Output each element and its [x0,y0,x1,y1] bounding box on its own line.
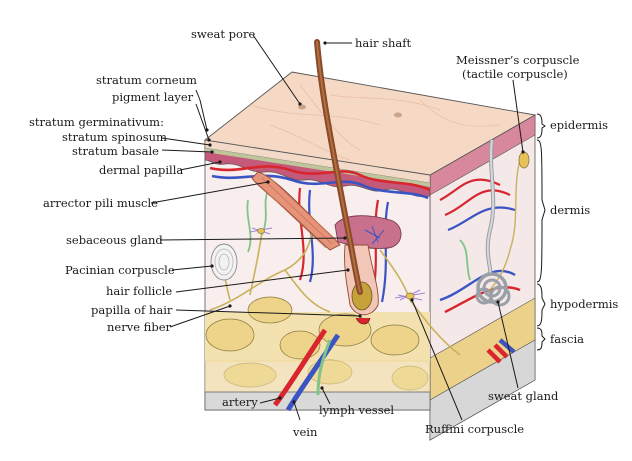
label-papilla-of-hair: papilla of hair [91,303,173,317]
layer-brackets [536,113,546,351]
label-pigment-layer: pigment layer [112,90,194,104]
label-layer-epidermis: epidermis [550,118,608,132]
vein-vessel [285,333,341,412]
label-layer-dermis: dermis [550,203,590,217]
label-stratum-basale: stratum basale [72,144,159,158]
hair-structure [314,39,379,325]
label-hair-follicle: hair follicle [106,284,172,298]
label-meissner-line1: Meissner’s corpuscle [456,53,580,67]
label-ruffini-corpuscle: Ruffini corpuscle [425,422,524,436]
label-meissner-line2: (tactile corpuscle) [462,67,568,81]
ruffini-corpuscle-shape [249,227,426,301]
label-arrector-pili: arrector pili muscle [43,196,158,210]
leader-lines [150,34,525,421]
label-pacinian-corpuscle: Pacinian corpuscle [65,263,175,277]
label-sweat-pore: sweat pore [191,27,255,41]
meissner-corpuscle-shape [518,151,530,169]
label-sebaceous-gland: sebaceous gland [66,233,163,247]
label-dermal-papilla: dermal papilla [99,163,183,177]
label-vein: vein [292,425,318,439]
sweat-pore-opening [298,104,306,110]
label-nerve-fiber: nerve fiber [107,320,172,334]
label-stratum-corneum: stratum corneum [96,73,197,87]
label-artery: artery [222,395,258,409]
lymph-vessel-shape [316,339,332,396]
label-layer-fascia: fascia [550,332,584,346]
sweat-gland-structure [475,139,511,307]
labels: sweat pore hair shaft Meissner’s corpusc… [29,27,618,439]
label-lymph-vessel: lymph vessel [319,403,394,417]
label-stratum-spinosum: stratum spinosum [62,130,167,144]
label-hair-shaft: hair shaft [355,36,412,50]
label-sweat-gland: sweat gland [488,389,559,403]
pacinian-corpuscle-shape [210,243,238,281]
label-stratum-germinativum: stratum germinativum: [29,115,164,129]
label-layer-hypodermis: hypodermis [550,297,618,311]
